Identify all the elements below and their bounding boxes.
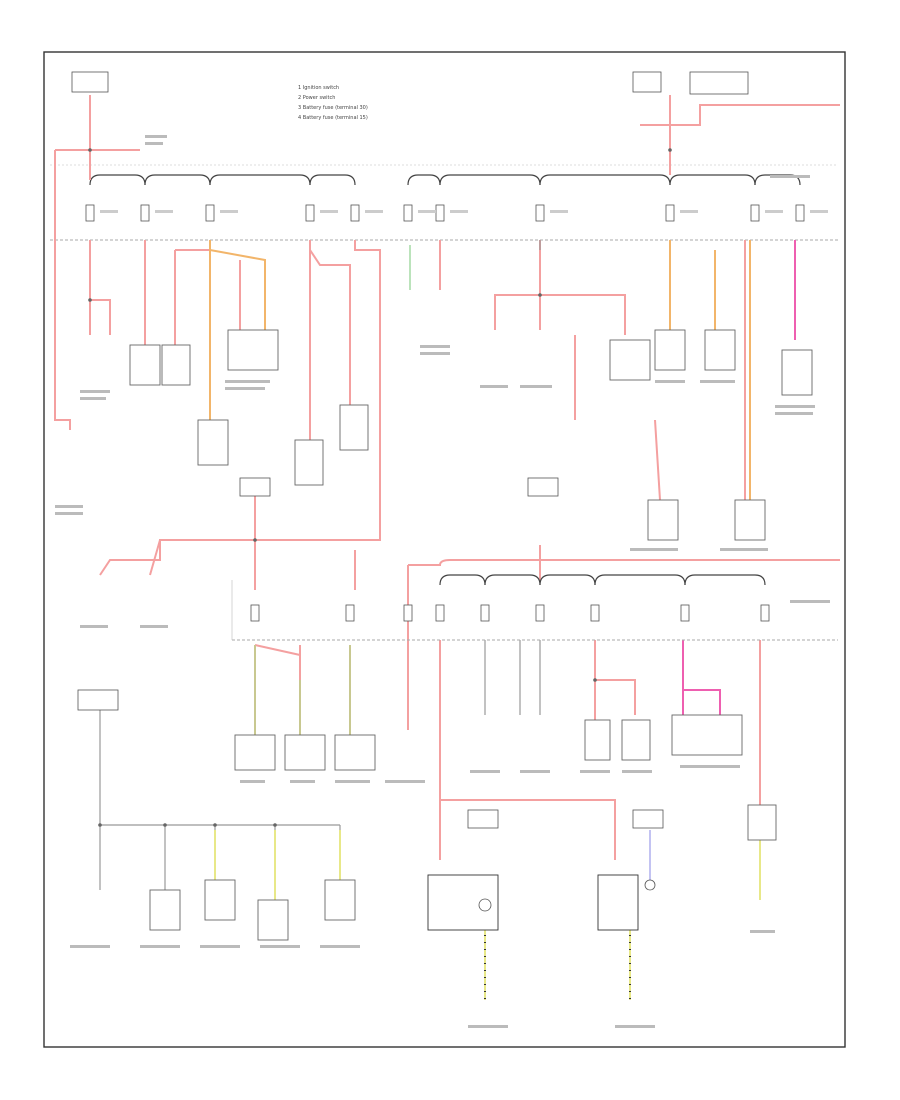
legend-line-1: 1 Ignition switch: [298, 85, 339, 91]
component-box: [609, 339, 651, 381]
component-box: [294, 439, 324, 486]
component-box: [204, 879, 236, 921]
component-box: [339, 404, 369, 451]
ground-terminals: [71, 71, 749, 912]
components: [129, 329, 813, 941]
component-box: [597, 874, 639, 931]
junction-dots: [88, 148, 672, 827]
ground-dots: [484, 935, 631, 1000]
legend-line-2: 2 Power switch: [298, 95, 335, 101]
diagram-frame: [43, 51, 846, 1048]
component-box: [584, 719, 611, 761]
component-box: [324, 879, 356, 921]
legend: 1 Ignition switch 2 Power switch 3 Batte…: [298, 85, 368, 121]
component-box: [149, 889, 181, 931]
battery-feed-wires: [54, 95, 840, 860]
upper-fuse-panel: [50, 164, 838, 241]
component-box: [647, 499, 679, 541]
component-box: [781, 349, 813, 396]
component-box: [234, 734, 276, 771]
lower-fuse-panel: [231, 574, 838, 641]
component-box: [197, 419, 229, 466]
component-box: [704, 329, 736, 371]
component-box: [257, 899, 289, 941]
component-box: [161, 344, 191, 386]
component-box: [129, 344, 161, 386]
gray-wires: [99, 240, 651, 890]
legend-line-3: 3 Battery fuse (terminal 30): [298, 105, 368, 111]
component-box: [654, 329, 686, 371]
component-box: [621, 719, 651, 761]
component-box: [334, 734, 376, 771]
component-box: [284, 734, 326, 771]
illegible-labels: [55, 135, 830, 1028]
component-box: [227, 329, 279, 371]
orange-wires: [209, 240, 751, 500]
component-box: [747, 804, 777, 841]
olive-wires: [254, 645, 351, 735]
component-box: [671, 714, 743, 756]
component-box: [734, 499, 766, 541]
legend-line-4: 4 Battery fuse (terminal 15): [298, 115, 368, 121]
pink-wires: [682, 240, 796, 715]
